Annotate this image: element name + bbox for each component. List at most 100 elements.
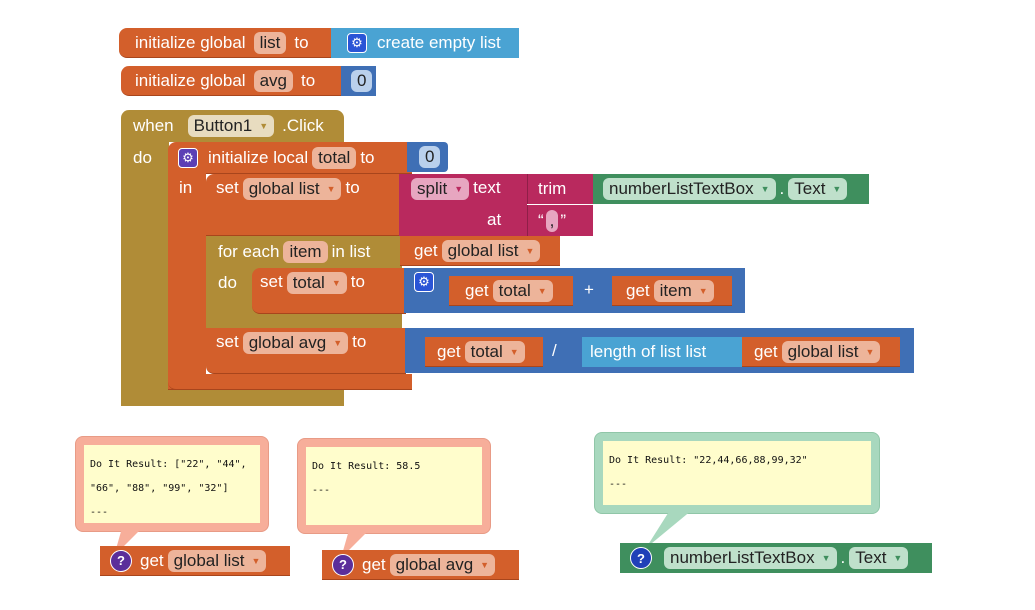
variable-name: global avg [395,554,474,574]
get-label: get [626,280,650,300]
split-block[interactable]: split▼ text [399,174,527,236]
global-name-field[interactable]: avg [253,69,293,92]
component-dropdown[interactable]: Button1▼ [187,115,275,137]
for-each-header: for each item in list [218,240,370,264]
dot-label: . [779,179,785,198]
variable-name: global list [447,240,519,260]
initialize-local-block[interactable] [168,142,412,174]
component-dropdown[interactable]: numberListTextBox ▼ [603,178,776,200]
init-global-list-block[interactable]: initialize global list to [119,28,334,58]
get-label: get [414,240,438,260]
gear-icon[interactable]: ⚙ [414,272,434,292]
close-quote: ” [560,210,567,230]
do-it-result-bubble: Do It Result: 58.5 --- [297,438,491,534]
variable-name: global list [173,550,245,570]
set-global-list-block[interactable]: set global list▼ to [206,174,402,236]
variable-name: global list [787,341,859,361]
property-dropdown[interactable]: Text▼ [849,547,909,569]
global-name-field[interactable]: list [253,31,287,54]
variable-dropdown[interactable]: total▼ [286,272,347,294]
chevron-down-icon: ▼ [760,184,770,194]
result-line: Do It Result: 58.5 [312,461,421,472]
init-local-label: initialize local [208,148,309,167]
at-label: at [487,210,502,229]
set-global-avg-block[interactable]: set global avg▼ to [206,328,406,374]
component-dropdown[interactable]: numberListTextBox▼ [664,547,837,569]
do-it-result-bubble: Do It Result: ["22", "44", "66", "88", "… [75,436,269,532]
local-header: ⚙ initialize local total to [178,146,375,170]
chevron-down-icon: ▼ [480,559,490,570]
chevron-down-icon: ▼ [326,184,336,194]
separator-field[interactable]: , [545,209,559,232]
local-name-field[interactable]: total [312,147,357,169]
result-text[interactable]: Do It Result: "22,44,66,88,99,32" --- [603,441,871,505]
result-text[interactable]: Do It Result: ["22", "44", "66", "88", "… [84,445,260,523]
variable-dropdown[interactable]: global avg▼ [242,332,349,354]
variable-name: global list [248,179,320,198]
variable-dropdown[interactable]: total ▼ [492,279,553,302]
variable-dropdown[interactable]: global list ▼ [781,340,881,363]
split-dropdown[interactable]: split▼ [411,178,470,200]
get-item-block[interactable]: get item▼ [612,276,732,306]
local-bottom-bar [168,374,412,390]
variable-name: total [292,273,325,292]
get-label: get [465,280,489,300]
get-global-list-block[interactable]: ? get global list▼ [100,546,290,576]
help-icon[interactable]: ? [332,553,354,576]
trim-block[interactable]: trim [527,174,595,204]
in-list-label: in list [331,242,371,261]
variable-dropdown[interactable]: global list▼ [441,239,541,262]
for-each-label: for each [218,242,280,261]
text-string-block[interactable]: “ , ” [527,205,593,236]
do-it-result-bubble: Do It Result: "22,44,66,88,99,32" --- [594,432,880,514]
gear-icon[interactable]: ⚙ [347,33,367,53]
set-total-block[interactable]: set total▼ to [252,268,406,314]
variable-dropdown[interactable]: global list ▼ [242,178,342,200]
get-label: get [437,341,461,361]
help-icon[interactable]: ? [110,549,132,572]
result-line: Do It Result: ["22", "44", [90,459,247,470]
do-label: do [218,273,237,292]
create-empty-list-block[interactable]: ⚙ create empty list [331,28,519,58]
init-global-avg-block[interactable]: initialize global avg to [121,66,341,96]
variable-name: total [498,280,531,300]
help-icon[interactable]: ? [630,547,652,569]
chevron-down-icon: ▼ [259,121,269,131]
get-global-avg-block[interactable]: ? get global avg▼ [322,550,519,580]
number-field[interactable]: 0 [351,70,373,92]
result-line: Do It Result: "22,44,66,88,99,32" [609,455,808,466]
chevron-down-icon: ▼ [865,346,875,357]
get-total-block[interactable]: get total ▼ [449,276,573,306]
chevron-down-icon: ▼ [537,285,547,296]
property-dropdown[interactable]: Text▼ [788,178,848,200]
component-name: numberListTextBox [609,179,754,198]
result-separator: --- [90,507,109,518]
variable-dropdown[interactable]: global list▼ [167,549,267,572]
result-text[interactable]: Do It Result: 58.5 --- [306,447,482,525]
item-name-field[interactable]: item [283,241,328,263]
length-of-list-block[interactable]: length of list list [582,337,744,367]
get-total-block[interactable]: get total▼ [425,337,543,367]
when-label: when [133,116,174,135]
variable-dropdown[interactable]: item▼ [653,279,714,302]
chevron-down-icon: ▼ [333,338,343,348]
gear-icon[interactable]: ⚙ [178,148,198,168]
event-header: when Button1▼ .Click [133,113,324,139]
chevron-down-icon: ▼ [454,184,464,194]
textbox-text-getter-block[interactable]: numberListTextBox ▼ . Text▼ [593,174,869,204]
to-label: to [352,332,367,351]
event-body-bar [121,140,169,406]
trim-label: trim [538,179,567,198]
property-name: Text [855,548,887,567]
textbox-text-getter-block[interactable]: ? numberListTextBox▼ . Text▼ [620,543,932,573]
get-global-list-block[interactable]: get global list▼ [742,337,900,367]
variable-dropdown[interactable]: total▼ [464,340,525,363]
variable-dropdown[interactable]: global avg ▼ [389,553,496,576]
property-name: Text [794,179,826,198]
set-label: set [260,272,283,291]
number-block[interactable]: 0 [407,142,448,172]
get-global-list-block[interactable]: get global list▼ [400,236,560,266]
dot-label: . [840,548,846,567]
number-field[interactable]: 0 [419,146,441,168]
number-block[interactable]: 0 [341,66,376,96]
